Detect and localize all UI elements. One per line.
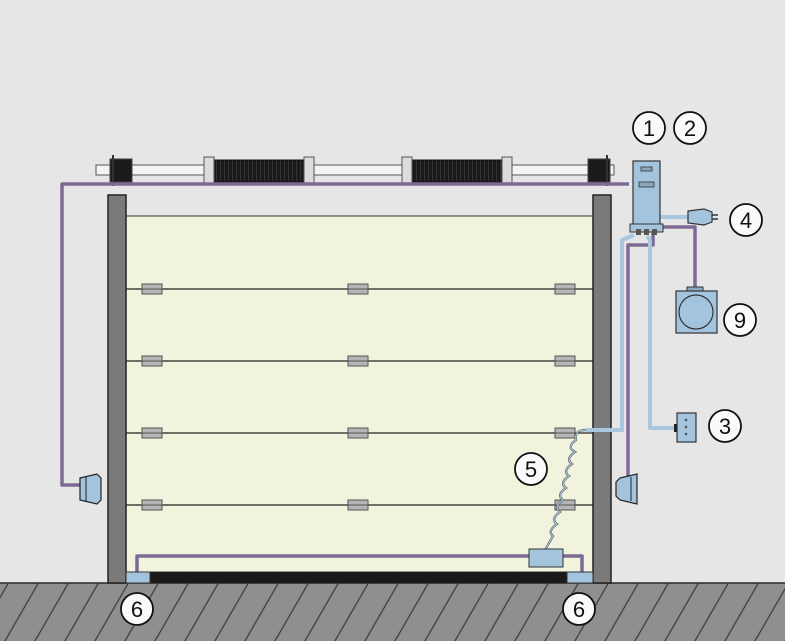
ground <box>0 582 785 641</box>
bottom-seal <box>126 572 593 583</box>
cable-spiral-feed <box>586 233 635 432</box>
svg-text:4: 4 <box>740 208 752 233</box>
hinge <box>347 499 369 511</box>
door-panel <box>125 215 594 573</box>
cable-drum-right <box>587 158 611 183</box>
hinge <box>141 427 163 439</box>
svg-text:1: 1 <box>643 116 655 141</box>
hinge <box>141 355 163 367</box>
torsion-shaft <box>95 164 615 176</box>
hinges <box>141 283 576 511</box>
callout-4: 4 <box>729 203 763 237</box>
svg-text:6: 6 <box>573 597 585 622</box>
callout-3: 3 <box>708 409 742 443</box>
wall-switch <box>674 412 697 443</box>
svg-text:5: 5 <box>525 457 537 482</box>
spiral-cable <box>544 428 587 551</box>
callout-1: 1 <box>632 111 666 145</box>
hinge <box>347 427 369 439</box>
safety-edge-junction-box <box>528 548 564 568</box>
photocell-right <box>615 473 638 505</box>
hinge <box>554 283 576 295</box>
svg-text:6: 6 <box>131 597 143 622</box>
cable-left-photocell <box>60 182 629 487</box>
hinge <box>141 499 163 511</box>
control-box <box>675 286 718 334</box>
hinge <box>141 283 163 295</box>
svg-text:9: 9 <box>734 308 746 333</box>
photocell-left <box>79 473 102 505</box>
svg-text:2: 2 <box>684 116 696 141</box>
callout-6-right: 6 <box>562 592 596 626</box>
drive-unit <box>629 160 664 235</box>
callout-6-left: 6 <box>120 592 154 626</box>
cable-wall-switch <box>645 234 676 430</box>
bottom-end-cap-left <box>125 571 151 584</box>
power-plug <box>687 208 718 226</box>
hinge <box>554 427 576 439</box>
hinge <box>554 355 576 367</box>
door-frame <box>107 194 612 584</box>
hinge <box>347 355 369 367</box>
callout-9: 9 <box>723 303 757 337</box>
callout-2: 2 <box>673 111 707 145</box>
left-frame-post <box>107 194 127 584</box>
torsion-spring-left <box>213 159 307 183</box>
cable-control-box <box>660 225 697 290</box>
blue-cables <box>586 215 688 432</box>
right-frame-post <box>592 194 612 584</box>
bottom-end-cap-right <box>566 571 594 584</box>
cable-drum-left <box>109 158 133 183</box>
hinge <box>347 283 369 295</box>
callout-5: 5 <box>514 452 548 486</box>
torsion-spring-right <box>411 159 505 183</box>
cable-safety-edge <box>135 554 530 574</box>
svg-text:3: 3 <box>719 414 731 439</box>
torsion-shaft-assembly <box>95 155 615 186</box>
